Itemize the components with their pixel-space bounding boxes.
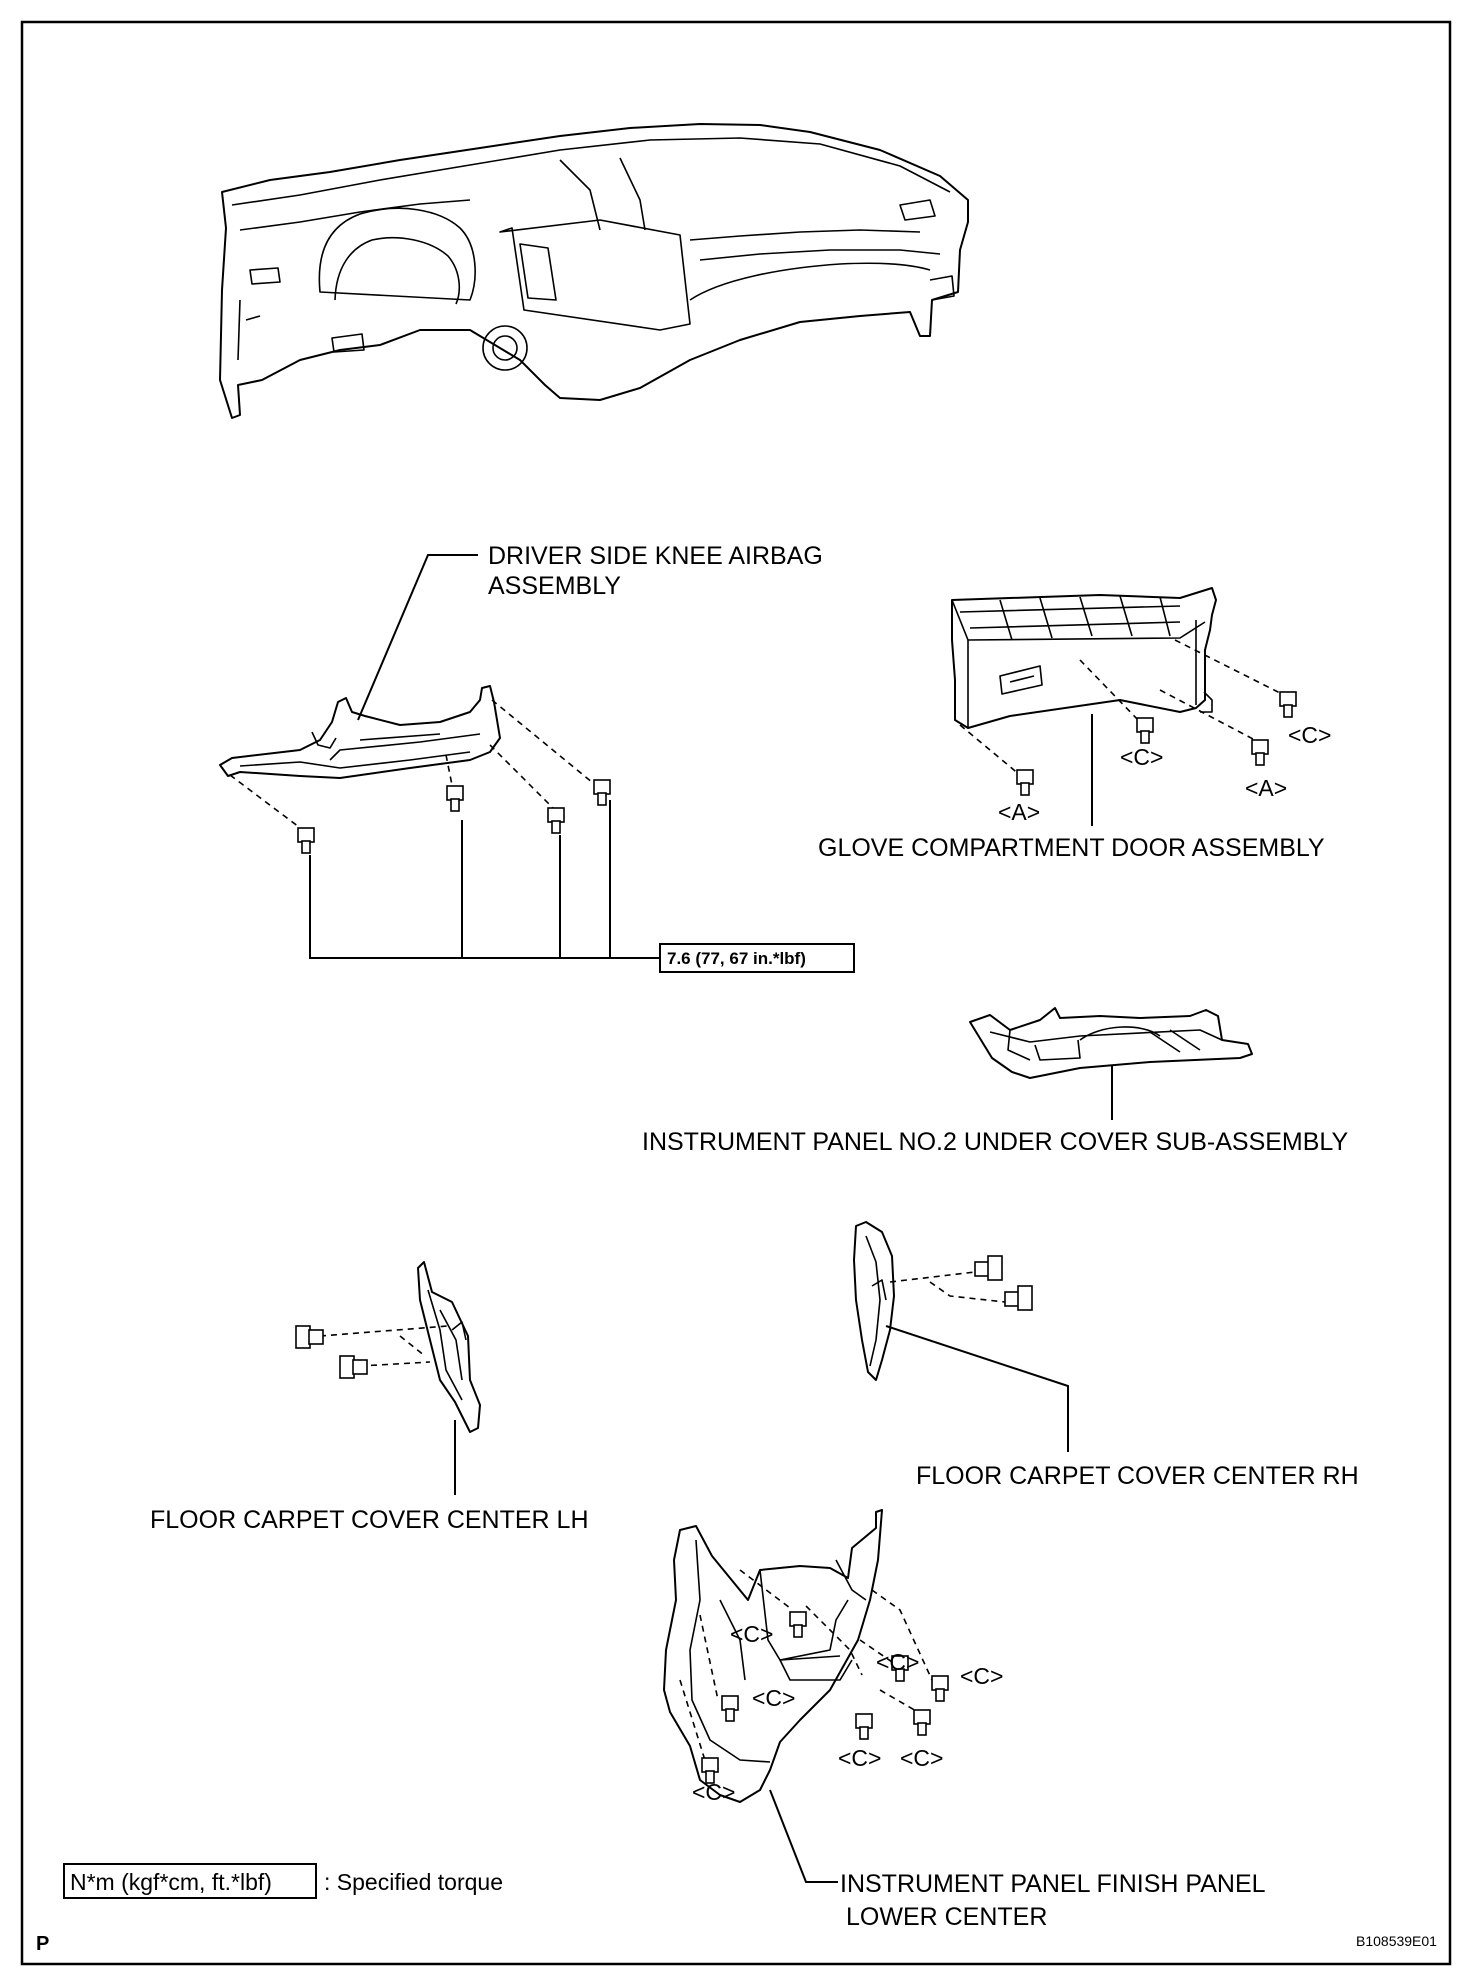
fastener-code-a: <A>	[998, 799, 1040, 825]
bolt-icon	[913, 1709, 931, 1736]
fastener-code-c: <C>	[1288, 722, 1331, 748]
fastener-code-c: <C>	[838, 1745, 881, 1771]
label-finish-panel-line1: INSTRUMENT PANEL FINISH PANEL	[840, 1870, 1266, 1898]
bolt-icon	[1136, 717, 1154, 744]
bolt-icon	[721, 1695, 739, 1722]
carpet-lh-clips	[295, 1325, 449, 1379]
legend-torque-units: N*m (kgf*cm, ft.*lbf)	[70, 1869, 272, 1895]
bolt-icon	[855, 1713, 873, 1740]
carpet-rh-clips	[889, 1255, 1033, 1311]
label-under-cover: INSTRUMENT PANEL NO.2 UNDER COVER SUB-AS…	[642, 1128, 1348, 1156]
bolt-icon	[297, 827, 315, 854]
diagram-frame	[20, 20, 1452, 1966]
bolt-icon	[891, 1655, 909, 1682]
bolt-icon	[593, 779, 611, 806]
knee-airbag-leader	[357, 554, 478, 721]
fastener-code-c: <C>	[876, 1649, 919, 1675]
fastener-code-c: <C>	[692, 1779, 735, 1805]
label-finish-panel-line2: LOWER CENTER	[846, 1903, 1047, 1931]
under-cover-illustration	[969, 1007, 1253, 1079]
torque-bracket	[309, 800, 660, 959]
clip-icon	[974, 1255, 1003, 1281]
finish-panel-bolts	[679, 1569, 949, 1784]
glove-door-bolts	[959, 639, 1297, 796]
fastener-code-c: <C>	[1120, 744, 1163, 770]
bolt-icon	[1016, 769, 1034, 796]
label-carpet-cover-rh: FLOOR CARPET COVER CENTER RH	[916, 1462, 1359, 1490]
label-knee-airbag-line1: DRIVER SIDE KNEE AIRBAG	[488, 542, 823, 570]
label-glove-compartment-door: GLOVE COMPARTMENT DOOR ASSEMBLY	[818, 834, 1325, 862]
carpet-cover-lh-illustration	[417, 1261, 481, 1433]
label-carpet-cover-lh: FLOOR CARPET COVER CENTER LH	[150, 1506, 589, 1534]
torque-spec-box	[659, 943, 855, 973]
fastener-code-c: <C>	[900, 1745, 943, 1771]
bolt-icon	[1279, 691, 1297, 718]
clip-icon	[1004, 1285, 1033, 1311]
instrument-panel-illustration	[219, 123, 969, 419]
fastener-code-a: <A>	[1245, 775, 1287, 801]
carpet-rh-leader	[885, 1325, 1069, 1452]
fastener-code-c: <C>	[960, 1663, 1003, 1689]
bolt-icon	[547, 807, 565, 834]
label-knee-airbag-line2: ASSEMBLY	[488, 572, 621, 600]
knee-airbag-illustration	[219, 685, 501, 779]
bolt-icon	[789, 1611, 807, 1638]
bolt-icon	[446, 785, 464, 812]
carpet-cover-rh-illustration	[853, 1221, 895, 1381]
figure-code: B108539E01	[1356, 1933, 1437, 1949]
finish-panel-illustration	[663, 1509, 883, 1803]
bolt-icon	[1251, 739, 1269, 766]
page-marker: P	[36, 1933, 49, 1955]
finish-panel-leader	[769, 1789, 838, 1883]
clip-icon	[339, 1355, 368, 1379]
fastener-code-c: <C>	[730, 1621, 773, 1647]
clip-icon	[295, 1325, 324, 1349]
fastener-code-c: <C>	[752, 1685, 795, 1711]
knee-airbag-bolts	[229, 699, 611, 854]
legend-torque-description: : Specified torque	[324, 1869, 503, 1895]
legend-torque-box	[63, 1863, 317, 1899]
glove-compartment-door-illustration	[951, 587, 1217, 729]
bolt-icon	[701, 1757, 719, 1784]
bolt-icon	[931, 1675, 949, 1702]
torque-spec-value: 7.6 (77, 67 in.*lbf)	[667, 949, 806, 968]
